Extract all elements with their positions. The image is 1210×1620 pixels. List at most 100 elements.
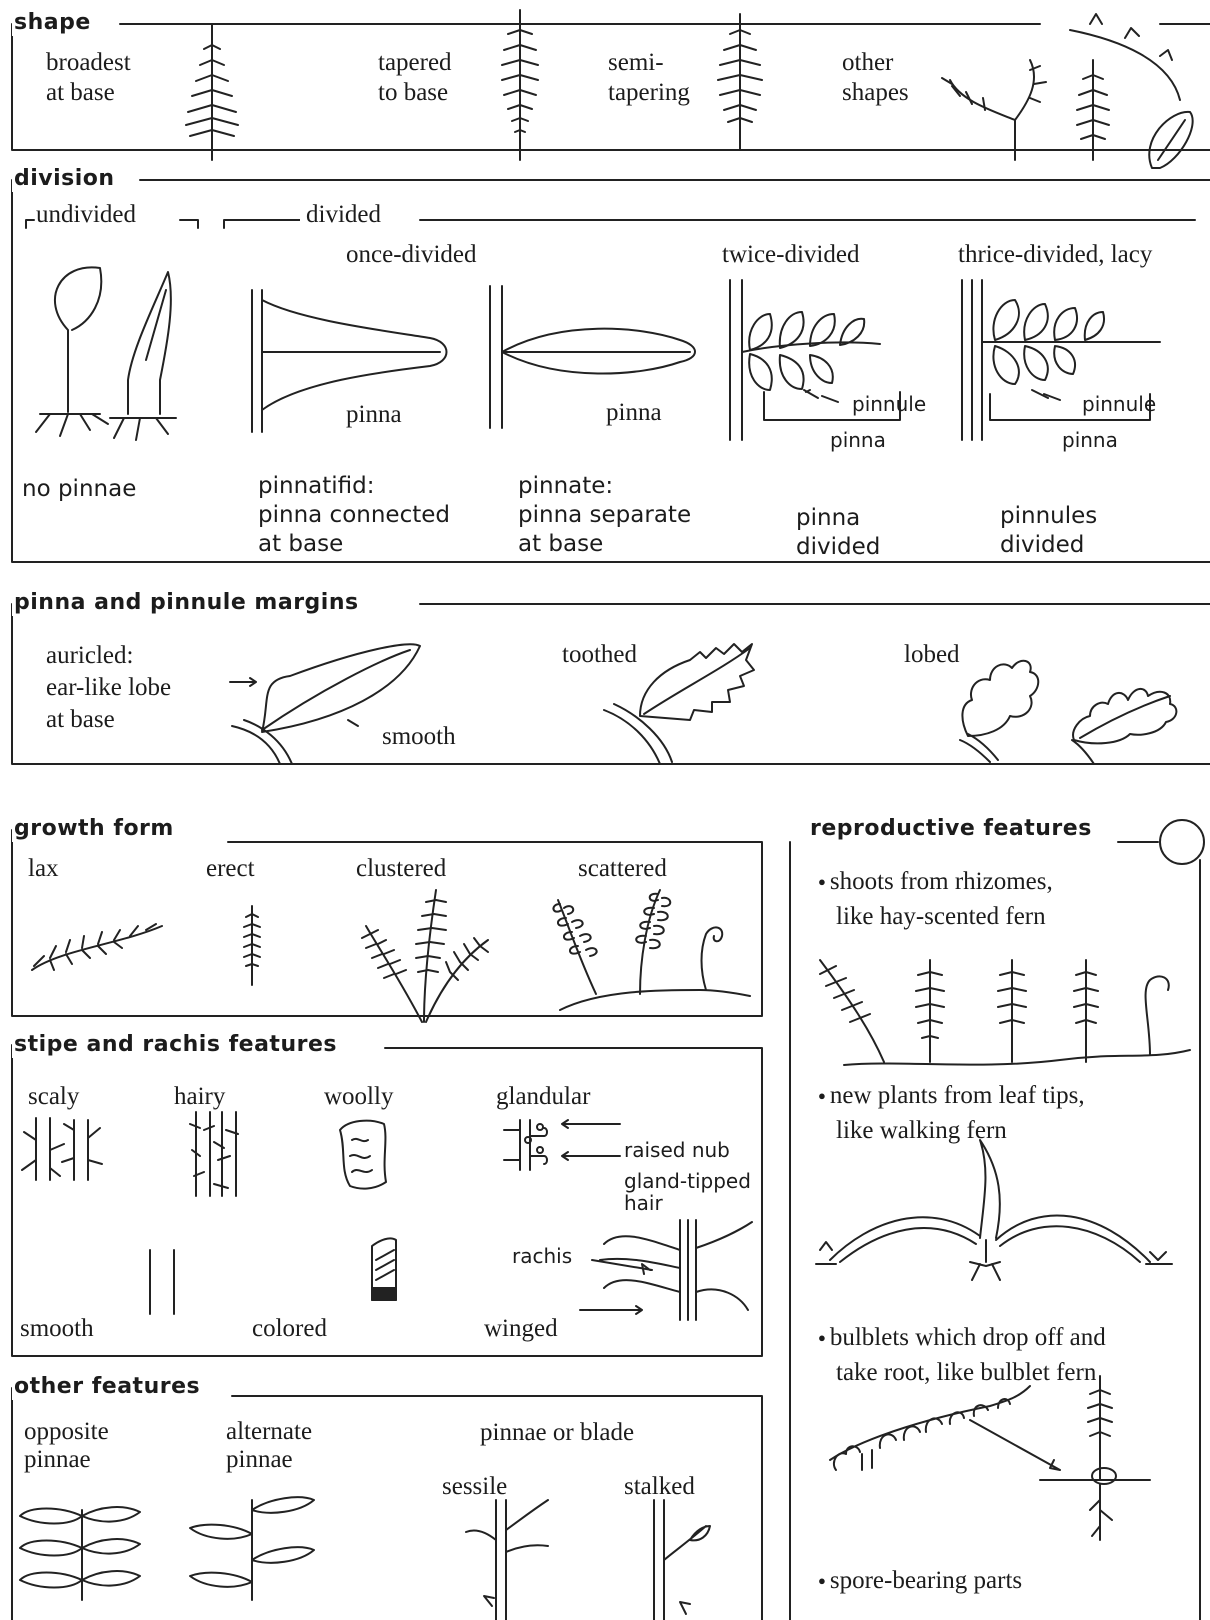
label-undivided: undivided — [36, 200, 136, 230]
label-opposite-pinnae: opposite pinnae — [24, 1418, 109, 1474]
label-rachis: rachis — [512, 1244, 572, 1268]
label-line: ear-like lobe — [46, 672, 171, 704]
label-broadest-at-base: broadest at base — [46, 48, 131, 108]
winged-rachis-art — [580, 1220, 752, 1320]
label-pinnules-divided: pinnules divided — [1000, 502, 1097, 560]
frond-semi-tapering — [718, 14, 762, 150]
hairy-art — [190, 1112, 238, 1196]
growth-section-title: growth form — [12, 816, 180, 842]
label-no-pinnae: no pinnae — [22, 476, 136, 503]
label-line: divided — [1000, 531, 1097, 560]
label-line: pinna — [796, 504, 880, 533]
margins-frame — [12, 604, 1210, 764]
lobed-leaf — [960, 661, 1176, 764]
thrice-divided-art — [962, 280, 1160, 440]
frond-other-shapes — [942, 14, 1193, 168]
frond-broadest-at-base — [186, 25, 238, 160]
alternate-pinnae-art — [190, 1497, 314, 1600]
label-glandular: glandular — [496, 1082, 590, 1112]
label-line: at base — [46, 78, 131, 108]
growth-lax-art — [32, 924, 162, 970]
label-line: pinnules — [1000, 502, 1097, 531]
repro-section-title: reproductive features — [808, 816, 1098, 842]
label-line: pinnae — [24, 1446, 109, 1474]
label-tapered-to-base: tapered to base — [378, 48, 452, 108]
pinnate-art — [490, 286, 695, 428]
bullet-line: new plants from leaf tips, — [818, 1080, 1085, 1115]
label-line: shapes — [842, 78, 909, 108]
division-section-title: division — [12, 166, 121, 192]
repro-circle — [1160, 820, 1204, 864]
label-line: pinnatifid: — [258, 472, 450, 501]
label-pinna-thrice: pinna — [1056, 428, 1124, 452]
label-line: at base — [258, 530, 450, 559]
smooth-stipe-art — [150, 1250, 174, 1314]
twice-divided-art — [730, 280, 900, 440]
label-pinnatifid: pinnatifid: pinna connected at base — [258, 472, 450, 559]
glandular-art — [504, 1120, 620, 1170]
label-smooth-stipe: smooth — [20, 1314, 94, 1344]
sessile-art — [466, 1500, 548, 1620]
label-raised-nub: raised nub — [624, 1138, 730, 1162]
label-line: pinnate: — [518, 472, 691, 501]
label-pinnule-twice: pinnule — [852, 392, 926, 416]
label-line: semi- — [608, 48, 690, 78]
label-line: auricled: — [46, 640, 171, 672]
label-line: other — [842, 48, 909, 78]
label-pinnule-thrice: pinnule — [1082, 392, 1156, 416]
label-line: tapered — [378, 48, 452, 78]
walking-fern-art — [816, 1140, 1172, 1280]
label-lax: lax — [28, 854, 59, 884]
label-sessile: sessile — [442, 1472, 507, 1502]
bulblet-fern-art — [830, 1376, 1150, 1540]
label-smooth-margin: smooth — [382, 722, 456, 752]
label-line: at base — [46, 704, 171, 736]
label-line: tapering — [608, 78, 690, 108]
label-other-shapes: other shapes — [842, 48, 909, 108]
label-line: like walking fern — [818, 1115, 1085, 1147]
stipe-section-title: stipe and rachis features — [12, 1032, 343, 1058]
repro-frame — [790, 842, 1200, 1620]
label-hairy: hairy — [174, 1082, 225, 1112]
label-pinna-pinnate: pinna — [606, 398, 662, 428]
label-shoots-from-rhizomes: shoots from rhizomes, like hay-scented f… — [818, 866, 1053, 933]
label-line: at base — [518, 530, 691, 559]
opposite-pinnae-art — [20, 1507, 140, 1600]
label-new-plants-from-leaf-tips: new plants from leaf tips, like walking … — [818, 1080, 1085, 1147]
label-winged: winged — [484, 1314, 558, 1344]
label-line: hair — [624, 1192, 751, 1214]
label-auricled: auricled: ear-like lobe at base — [46, 640, 171, 736]
label-line: opposite — [24, 1418, 109, 1446]
label-semi-tapering: semi- tapering — [608, 48, 690, 108]
label-line: divided — [796, 533, 880, 562]
colored-stipe-art — [372, 1238, 396, 1300]
label-scattered: scattered — [578, 854, 667, 884]
bullet-line: bulblets which drop off and — [818, 1322, 1106, 1357]
label-once-divided: once-divided — [346, 240, 477, 270]
label-woolly: woolly — [324, 1082, 393, 1112]
frond-tapered-to-base — [502, 10, 538, 160]
label-line: like hay-scented fern — [818, 901, 1053, 933]
stalked-art — [654, 1500, 710, 1620]
other-frame — [12, 1388, 762, 1620]
label-toothed: toothed — [562, 640, 637, 670]
label-line: pinnae — [226, 1446, 312, 1474]
bullet-line: shoots from rhizomes, — [818, 866, 1053, 901]
label-stalked: stalked — [624, 1472, 695, 1502]
label-line: broadest — [46, 48, 131, 78]
label-line: pinna connected — [258, 501, 450, 530]
growth-scattered-art — [553, 890, 750, 1010]
label-alternate-pinnae: alternate pinnae — [226, 1418, 312, 1474]
other-section-title: other features — [12, 1374, 206, 1400]
label-pinnate: pinnate: pinna separate at base — [518, 472, 691, 559]
label-line: alternate — [226, 1418, 312, 1446]
bullet-line: spore-bearing parts — [818, 1566, 1022, 1599]
label-scaly: scaly — [28, 1082, 79, 1112]
label-pinna-pinnatifid: pinna — [346, 400, 402, 430]
label-thrice-divided: thrice-divided, lacy — [958, 240, 1152, 270]
undivided-art — [36, 267, 176, 440]
label-pinna-twice: pinna — [824, 428, 892, 452]
label-pinna-divided: pinna divided — [796, 504, 880, 562]
scaly-art — [22, 1118, 102, 1180]
label-line: take root, like bulblet fern — [818, 1357, 1106, 1389]
